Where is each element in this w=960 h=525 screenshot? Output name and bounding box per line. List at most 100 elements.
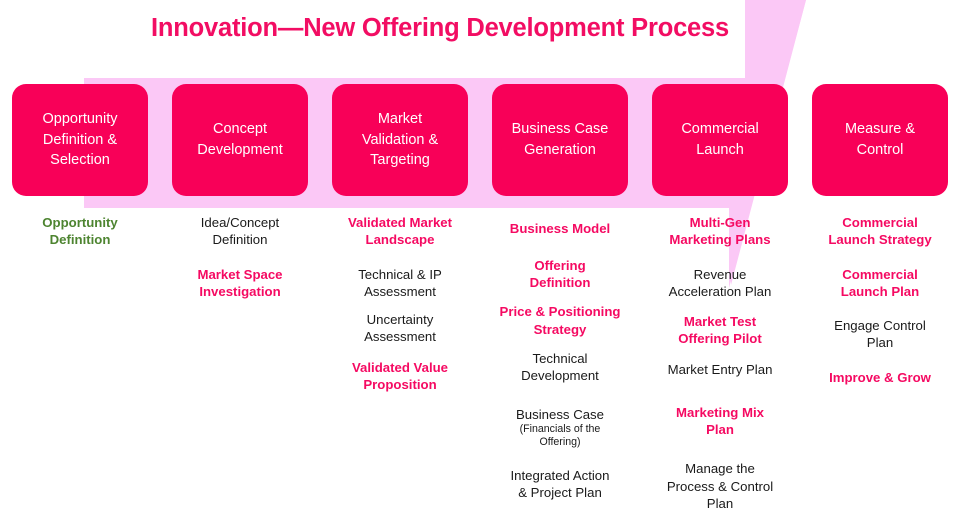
deliverable-line: Engage Control — [834, 317, 926, 333]
deliverable-line: Landscape — [365, 232, 435, 248]
deliverable-line: Investigation — [199, 284, 281, 300]
deliverable-line: Improve & Grow — [829, 369, 931, 385]
deliverable-item[interactable]: Integrated Action& Project Plan — [480, 467, 640, 501]
deliverable-item[interactable]: Business Model — [480, 220, 640, 237]
deliverable-subtext: Offering) — [539, 436, 581, 449]
deliverable-line: Offering — [534, 258, 586, 274]
deliverable-line: Manage the — [685, 461, 755, 477]
deliverable-line: Definition — [49, 232, 111, 248]
deliverable-line: Definition — [529, 275, 591, 291]
deliverable-line: Market Test — [683, 313, 757, 329]
deliverable-line: Acceleration Plan — [668, 284, 772, 300]
stage-box-label-line: Business Case — [511, 121, 609, 138]
deliverable-line: Integrated Action — [510, 468, 610, 484]
deliverable-line: Commercial — [842, 267, 918, 283]
deliverable-line: Proposition — [363, 377, 437, 393]
deliverable-line: Market Space — [197, 267, 283, 283]
stage-box-label-line: Generation — [524, 142, 596, 158]
stage-box-label-line: Measure & — [844, 121, 916, 138]
deliverable-line: Assessment — [364, 328, 436, 344]
stage-box-label-line: Launch — [696, 142, 744, 158]
stage-box-label-line: Opportunity — [42, 111, 118, 128]
deliverable-line: Strategy — [533, 321, 587, 337]
deliverable-line: Launch Strategy — [828, 232, 932, 248]
stage-box-label-line: Development — [197, 142, 283, 158]
deliverable-subtext: (Financials of the — [519, 423, 601, 436]
stage-box-label-line: Market — [377, 111, 423, 128]
stage-box-label-line: Control — [856, 142, 904, 158]
stage-box-label-line: Concept — [212, 121, 267, 138]
deliverable-line: Technical & IP — [358, 267, 442, 283]
stage-box-label-line: Validation & — [361, 131, 439, 148]
stage-box-label-line: Commercial — [681, 121, 759, 138]
deliverable-line: Price & Positioning — [499, 304, 621, 320]
deliverable-line: Technical — [532, 350, 588, 366]
deliverable-line: Plan — [706, 495, 734, 511]
deliverable-line: Marketing Plans — [669, 232, 771, 248]
deliverable-line: Validated Market — [347, 215, 453, 230]
deliverable-line: Process & Control — [666, 478, 774, 494]
deliverable-line: Business Case — [516, 407, 604, 423]
deliverable-item[interactable]: Improve & Grow — [800, 369, 960, 386]
deliverable-line: & Project Plan — [518, 485, 602, 501]
deliverable-line: Marketing Mix — [676, 405, 764, 421]
deliverable-line: Assessment — [364, 284, 436, 300]
stage-box-6[interactable]: Measure & Control — [812, 84, 948, 196]
deliverable-item[interactable]: Market Entry Plan — [640, 361, 800, 378]
deliverable-line: Offering Pilot — [678, 330, 762, 346]
deliverable-line: Multi-Gen — [689, 215, 751, 230]
deliverable-line: Market Entry Plan — [667, 361, 773, 377]
deliverable-line: Validated Value — [351, 359, 449, 375]
deliverable-line: Development — [521, 367, 599, 383]
deliverable-line: Definition — [212, 232, 268, 248]
deliverable-line: Plan — [866, 334, 894, 350]
stage-box-label-line: Definition & — [42, 131, 118, 148]
stage-box-label: Measure & Control — [845, 119, 915, 160]
deliverable-line: Revenue — [693, 267, 747, 283]
deliverable-line: Idea/Concept — [200, 215, 280, 230]
deliverable-line: Business Model — [509, 221, 611, 236]
page-title: Innovation—New Offering Development Proc… — [150, 14, 729, 42]
deliverable-line: Launch Plan — [840, 284, 920, 300]
deliverable-line: Plan — [706, 422, 734, 438]
stage-box-label-line: Selection — [50, 152, 110, 169]
